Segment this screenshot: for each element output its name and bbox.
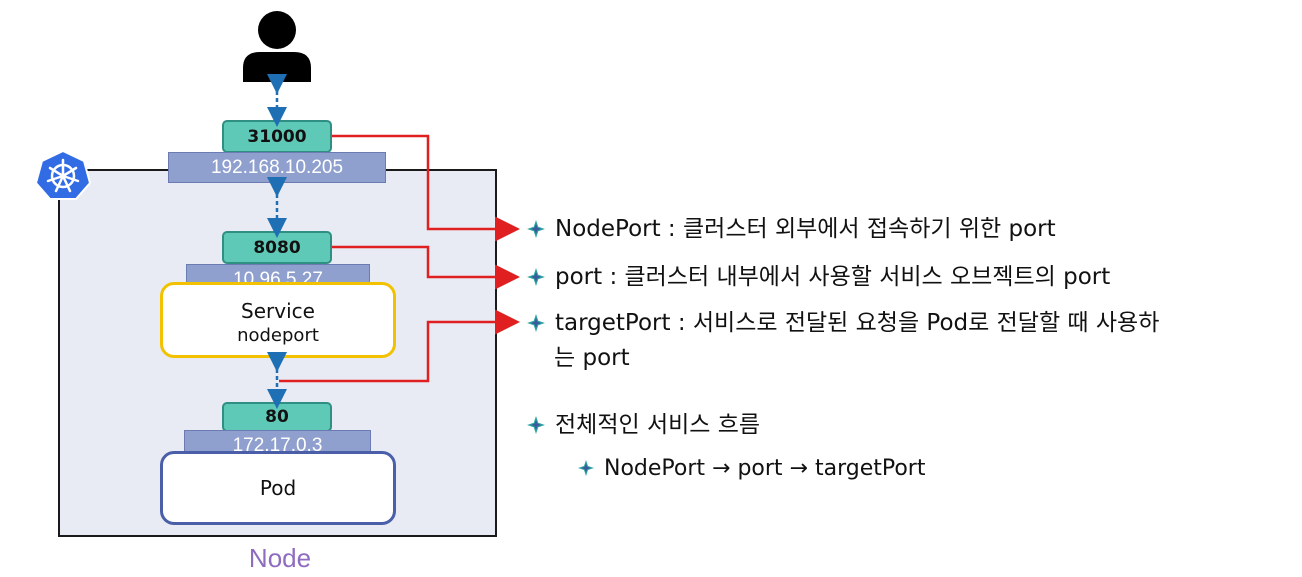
targetport-description-text-2: 는 port <box>554 345 630 371</box>
pod-label: Pod <box>259 476 297 500</box>
service-title: Service <box>241 299 315 323</box>
pod-box: Pod <box>160 451 396 525</box>
targetport-description-continued: 는 port <box>554 343 630 374</box>
targetport-description: targetPort : 서비스로 전달된 요청을 Pod로 전달할 때 사용하 <box>527 308 1159 339</box>
service-box: Service nodeport <box>160 282 396 358</box>
targetport-callout-arrow <box>279 309 520 383</box>
user-icon <box>243 11 311 82</box>
kubernetes-logo-icon <box>34 149 92 200</box>
node-label: Node <box>248 543 312 573</box>
targetport-description-text: targetPort : 서비스로 전달된 요청을 Pod로 전달할 때 사용하 <box>555 310 1160 336</box>
port-description-text: port : 클러스터 내부에서 사용할 서비스 오브젝트의 port <box>555 264 1111 290</box>
flow-sequence: NodePort → port → targetPort <box>578 453 925 484</box>
sparkle-bullet-icon <box>527 416 545 434</box>
sparkle-bullet-icon <box>578 460 594 476</box>
service-type: nodeport <box>237 325 319 346</box>
sparkle-bullet-icon <box>527 268 545 286</box>
nodeport-description-text: NodePort : 클러스터 외부에서 접속하기 위한 port <box>555 216 1056 242</box>
flow-title-text: 전체적인 서비스 흐름 <box>555 412 761 438</box>
port-description: port : 클러스터 내부에서 사용할 서비스 오브젝트의 port <box>527 262 1110 293</box>
sparkle-bullet-icon <box>527 314 545 332</box>
sparkle-bullet-icon <box>527 220 545 238</box>
nodeport-description: NodePort : 클러스터 외부에서 접속하기 위한 port <box>527 214 1056 245</box>
port-callout-arrow <box>332 245 520 290</box>
flow-sequence-text: NodePort → port → targetPort <box>604 456 926 481</box>
nodeport-callout-arrow <box>332 134 520 242</box>
flow-title: 전체적인 서비스 흐름 <box>527 410 760 441</box>
